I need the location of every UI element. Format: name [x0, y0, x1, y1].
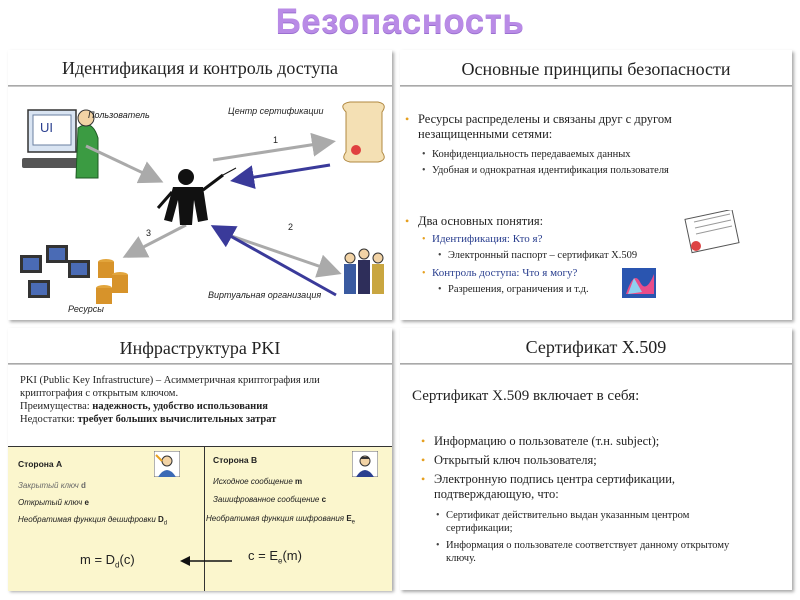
certificate-scroll-icon [342, 101, 385, 163]
ui-label: UI [40, 120, 53, 135]
certificate-icon [684, 210, 740, 254]
divider [8, 85, 392, 87]
side-a-formula: m = Dd(c) [80, 552, 135, 570]
concept-access: •Контроль доступа: Что я могу? [422, 267, 578, 279]
virtual-organization-icon [344, 248, 384, 294]
cert-heading: Сертификат X.509 включает в себя: [412, 388, 640, 404]
cert-bullet-public-key: •Открытый ключ пользователя; [421, 453, 597, 467]
bullet-icon: • [405, 112, 410, 126]
side-a-public-key: Открытый ключ e [18, 498, 89, 507]
panel-principles: Основные принципы безопасности • Ресурсы… [400, 50, 792, 320]
bullet-icon: • [405, 214, 410, 228]
resources-label: Ресурсы [68, 304, 104, 314]
page-title: Безопасность [275, 2, 525, 41]
exchange-arrow [180, 556, 232, 566]
cert-sub-matches: •Информация о пользователе соответствует… [436, 540, 730, 564]
panel-title: Основные принципы безопасности [461, 59, 731, 79]
bullet-concepts: • Два основных понятия: [405, 214, 544, 228]
side-b-head: Сторона B [213, 455, 258, 465]
user-label: Пользователь [88, 110, 150, 120]
sub-passport: •Электронный паспорт – сертификат X.509 [438, 250, 638, 261]
divider [8, 363, 392, 365]
pki-description: PKI (Public Key Infrastructure) – Асимме… [20, 375, 320, 425]
conductor-icon [156, 167, 237, 225]
step-2: 2 [288, 222, 294, 232]
side-b-source-message: Исходное сообщение m [213, 477, 303, 486]
cert-bullet-signature: •Электронную подпись центра сертификации… [421, 472, 676, 501]
cert-sub-issued: •Сертификат действительно выдан указанны… [436, 510, 690, 534]
side-b-encrypt-fn: Необратимая функция шифрования Ee [206, 514, 355, 526]
side-a-private-key: Закрытый ключ d [18, 481, 86, 490]
sub-identification: •Удобная и однократная идентификация пол… [422, 165, 669, 176]
panel-identification: Идентификация и контроль доступа [8, 50, 392, 320]
access-control-icon [622, 268, 656, 298]
cert-bullet-subject: •Информацию о пользователе (т.н. subject… [421, 434, 660, 448]
sub-confidentiality: •Конфиденциальность передаваемых данных [422, 149, 631, 160]
panel-title: Сертификат X.509 [525, 337, 667, 357]
step-3: 3 [146, 228, 152, 238]
bullet-resources: • Ресурсы распределены и связаны друг с … [405, 112, 672, 141]
panel-certificate: Сертификат X.509 Сертификат X.509 включа… [400, 328, 792, 590]
panel-pki: Инфраструктура PKI PKI (Public Key Infra… [8, 328, 392, 591]
concept-identification: •Идентификация: Кто я? [422, 233, 543, 245]
pki-parties-area: Сторона A Закрытый ключ d Открытый ключ … [8, 446, 392, 591]
panel-title: Инфраструктура PKI [119, 338, 281, 358]
side-a-head: Сторона A [18, 459, 63, 469]
step-1: 1 [273, 135, 279, 145]
side-a-decrypt-fn: Необратимая функция дешифровки Dd [18, 515, 168, 527]
sub-permissions: •Разрешения, ограничения и т.д. [438, 284, 589, 295]
side-b-avatar-icon [352, 451, 378, 477]
divider [400, 85, 792, 87]
panel-title: Идентификация и контроль доступа [61, 58, 339, 78]
side-b-encrypted-message: Зашифрованное сообщение c [213, 495, 327, 504]
identification-diagram [20, 101, 385, 304]
side-b-formula: c = Ee(m) [248, 548, 302, 566]
resources-icon [20, 245, 128, 304]
user-computer-icon [22, 109, 99, 179]
vo-label: Виртуальная организация [208, 290, 322, 300]
ca-label: Центр сертификации [228, 106, 324, 116]
side-a-avatar-icon [154, 451, 180, 477]
divider [400, 363, 792, 365]
